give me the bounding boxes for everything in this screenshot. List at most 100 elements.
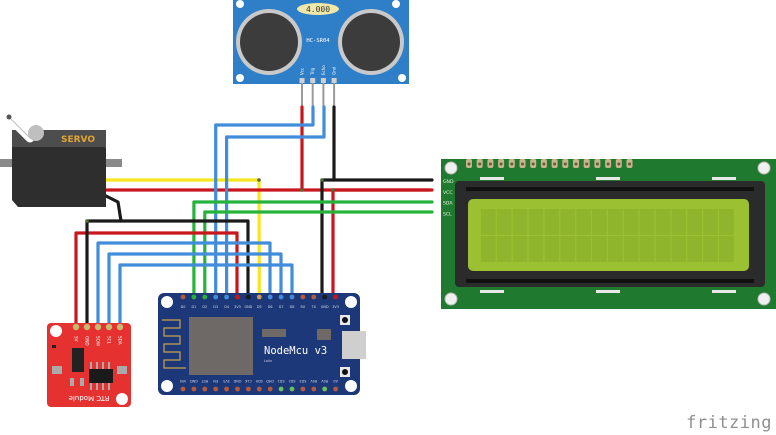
lcd-cell bbox=[528, 209, 544, 235]
rtc-pin-label: SDA bbox=[118, 336, 123, 345]
ultrasonic-pin-label: Echo bbox=[321, 65, 326, 75]
nodemcu-bottom-pin bbox=[224, 386, 230, 392]
rtc-label: RTC Module bbox=[69, 394, 110, 402]
wire-junction bbox=[300, 188, 304, 192]
wire-rtc-gnd bbox=[85, 219, 250, 329]
nodemcu-top-pin bbox=[289, 294, 295, 300]
nodemcu-top-pin-label: TX bbox=[311, 305, 317, 309]
nodemcu-top-pin-label: 3V3 bbox=[332, 305, 339, 309]
lcd-header-pins bbox=[466, 159, 633, 168]
nodemcu-bottom-pin-label: GND bbox=[190, 379, 198, 383]
rtc-pin-pad bbox=[94, 323, 102, 331]
nodemcu-top-pin-label: RX bbox=[301, 305, 306, 309]
wires bbox=[74, 105, 434, 329]
servo-label: SERVO bbox=[61, 135, 95, 145]
mount-hole bbox=[757, 292, 771, 306]
nodemcu-top-pin bbox=[191, 294, 197, 300]
rtc-pin-pad bbox=[116, 323, 124, 331]
rtc-pin-pad bbox=[105, 323, 113, 331]
ultrasonic-pin-label: Vcc bbox=[300, 68, 305, 75]
nodemcu-bottom-pin-label: CMD bbox=[266, 379, 274, 383]
nodemcu-bottom-pin-label: EN bbox=[213, 379, 218, 383]
lcd-header-hole bbox=[585, 162, 589, 166]
rtc-pin-label: 5V bbox=[74, 336, 79, 342]
lcd-pin-label-vcc: VCC bbox=[443, 190, 453, 196]
nodemcu-top-pin bbox=[311, 294, 317, 300]
mount-hole bbox=[757, 161, 771, 175]
nodemcu-bottom-pin bbox=[213, 386, 219, 392]
lcd-cell bbox=[528, 236, 544, 262]
nodemcu-top-pin-label: GND bbox=[245, 305, 253, 309]
crystal-label: 4.000 bbox=[306, 5, 330, 14]
nodemcu-bottom-pin-label: VIN bbox=[180, 379, 186, 383]
board-title: NodeMcu v3 bbox=[264, 345, 327, 357]
lcd-header-hole bbox=[531, 162, 535, 166]
lcd-header-hole bbox=[606, 162, 610, 166]
lcd-cell bbox=[655, 236, 671, 262]
lcd-cell bbox=[655, 209, 671, 235]
lcd-cell bbox=[671, 209, 687, 235]
lcd-cell bbox=[639, 209, 655, 235]
nodemcu-top-pin-label: D1 bbox=[192, 305, 197, 309]
ultrasonic-pin-pad bbox=[320, 78, 326, 83]
ultrasonic-pin-leg bbox=[311, 83, 314, 107]
lcd-header-hole bbox=[628, 162, 631, 166]
nodemcu-top-pin bbox=[202, 294, 208, 300]
ultrasonic-pin-leg bbox=[333, 83, 336, 107]
wire-servo-ground bbox=[104, 194, 123, 223]
lcd-header-hole bbox=[617, 162, 621, 166]
lcd-pin-label-gnd: GND bbox=[443, 179, 454, 185]
lcd-cell bbox=[623, 236, 639, 262]
nodemcu-top-pin-label: D7 bbox=[279, 305, 284, 309]
lcd-cell bbox=[560, 236, 576, 262]
nodemcu-bottom-pin bbox=[235, 386, 240, 392]
lcd-cell bbox=[719, 236, 734, 262]
nodemcu-bottom-pin bbox=[246, 386, 251, 392]
nodemcu-bottom-pin bbox=[202, 386, 208, 392]
lcd-cell bbox=[703, 209, 718, 235]
lcd-cell bbox=[481, 209, 496, 235]
nodemcu-top-pin bbox=[224, 294, 230, 300]
esp-module bbox=[189, 317, 253, 375]
lcd-cell bbox=[639, 236, 655, 262]
nodemcu-bottom-pin-label: SD2 bbox=[289, 379, 296, 383]
nodemcu-top-pin-label: D3 bbox=[213, 305, 218, 309]
lcd-header-hole bbox=[542, 162, 546, 166]
ultrasonic-pin-pad bbox=[331, 78, 337, 83]
lcd-character-cells bbox=[481, 209, 734, 262]
nodemcu-top-pin-label: GND bbox=[321, 305, 329, 309]
nodemcu-bottom-pin bbox=[180, 386, 186, 392]
lcd-header-hole bbox=[510, 162, 514, 166]
wire-junction bbox=[320, 178, 324, 182]
ultrasonic-pin-leg bbox=[301, 83, 303, 107]
wire-lcd-sda bbox=[192, 200, 434, 299]
ultrasonic-pin-pad bbox=[299, 78, 305, 83]
nodemcu-bottom-pin bbox=[300, 386, 306, 392]
lcd-cell bbox=[481, 236, 496, 262]
nodemcu-bottom-pin-label: RSV bbox=[310, 379, 318, 383]
nodemcu-bottom-pin bbox=[289, 386, 295, 392]
antenna-trace bbox=[162, 319, 186, 369]
nodemcu-bottom-pin-label: CLK bbox=[244, 379, 251, 383]
nodemcu-bottom-pin bbox=[278, 386, 284, 392]
lcd-cell bbox=[608, 236, 623, 262]
nodemcu-bottom-pin-label: 3V3 bbox=[223, 379, 230, 383]
nodemcu-bottom-pin-label: A0 bbox=[333, 379, 337, 383]
nodemcu-top-pin bbox=[278, 294, 284, 300]
mount-hole bbox=[444, 161, 458, 175]
nodemcu-bottom-pin bbox=[256, 386, 262, 392]
wire-lcd-gnd bbox=[320, 178, 434, 299]
nodemcu-top-pin-label: D4 bbox=[224, 305, 229, 309]
rtc-pin-pad bbox=[83, 323, 91, 331]
lcd-header-hole bbox=[574, 162, 578, 166]
lcd-header-hole bbox=[478, 162, 482, 166]
nodemcu-top-pin-label: D2 bbox=[202, 305, 207, 309]
rtc-pin-label: SQW bbox=[96, 336, 101, 346]
